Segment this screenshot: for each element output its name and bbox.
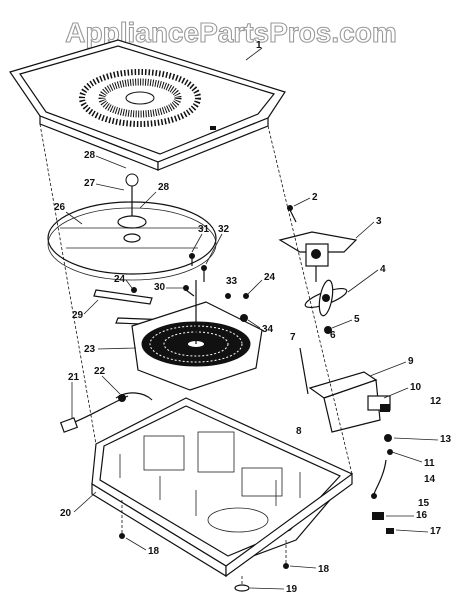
callout-28b: 28: [158, 182, 170, 193]
callout-28a: 28: [84, 150, 96, 161]
callout-5: 5: [354, 314, 360, 325]
screw-part-2: [287, 205, 297, 223]
callout-33: 33: [226, 276, 238, 287]
callout-18b: 18: [318, 564, 330, 575]
callout-26: 26: [54, 202, 66, 213]
callout-2: 2: [312, 192, 318, 203]
callout-34: 34: [262, 324, 274, 335]
callout-labels: 1 2 3 4 5 6 7 8 9 10 12 11 13 14 15 16 1…: [54, 40, 452, 595]
callout-22: 22: [94, 366, 106, 377]
callout-21: 21: [68, 372, 80, 383]
heating-element: [131, 280, 263, 391]
callout-18a: 18: [148, 546, 160, 557]
control-bracket: [299, 347, 391, 433]
screws-30-32: [183, 253, 207, 297]
nut-part: [324, 326, 332, 334]
power-cord: [59, 392, 153, 433]
top-cover-plate: [9, 39, 286, 171]
callout-27: 27: [84, 178, 96, 189]
callout-1: 1: [256, 40, 262, 51]
electrical-parts-13-17: [371, 434, 394, 534]
callout-16: 16: [416, 510, 428, 521]
callout-7: 7: [290, 332, 296, 343]
callout-14: 14: [424, 474, 436, 485]
feet-screws: [119, 533, 289, 592]
callout-24b: 24: [264, 272, 276, 283]
callout-23: 23: [84, 344, 96, 355]
callout-4: 4: [380, 264, 386, 275]
callout-17: 17: [430, 526, 442, 537]
callout-31: 31: [198, 224, 210, 235]
callout-20: 20: [60, 508, 72, 519]
callout-6: 6: [330, 330, 336, 341]
fasteners-24-33-34: [131, 287, 249, 322]
fan-blade: [304, 279, 348, 317]
callout-12: 12: [430, 396, 442, 407]
callout-32: 32: [218, 224, 230, 235]
base-housing: [91, 397, 353, 578]
callout-13: 13: [440, 434, 452, 445]
callout-10: 10: [410, 382, 422, 393]
assembly-lines: [39, 123, 353, 564]
callout-11: 11: [424, 458, 435, 469]
callout-15: 15: [418, 498, 430, 509]
round-pan: [47, 173, 217, 281]
burner-pattern: [79, 69, 201, 127]
callout-9: 9: [408, 356, 414, 367]
callout-24a: 24: [114, 274, 126, 285]
callout-29: 29: [72, 310, 84, 321]
callout-19: 19: [286, 584, 298, 595]
callout-3: 3: [376, 216, 382, 227]
callout-8: 8: [296, 426, 302, 437]
callout-30: 30: [154, 282, 166, 293]
motor-bracket: [278, 231, 358, 282]
